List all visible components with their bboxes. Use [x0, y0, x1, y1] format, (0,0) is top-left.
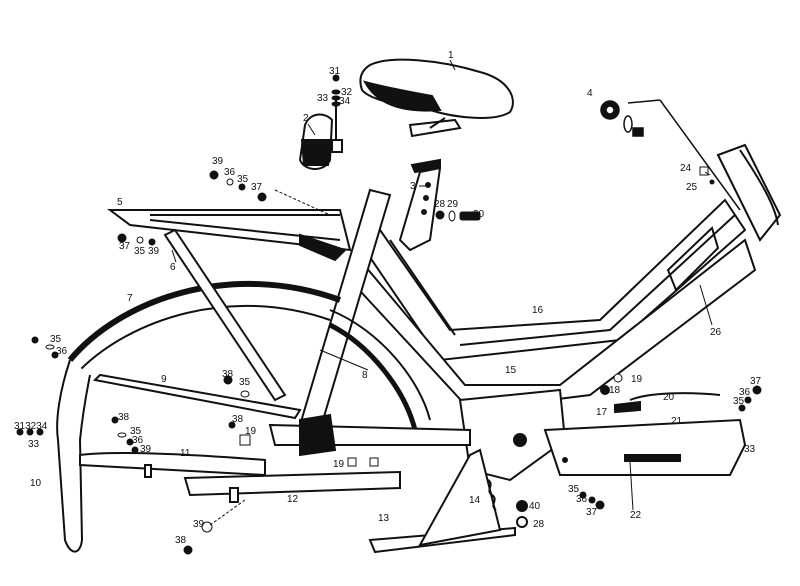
callout-7: 7: [127, 293, 133, 304]
lever: [600, 385, 641, 414]
rear-fender: [56, 280, 431, 553]
callout-18: 18: [609, 385, 621, 396]
callout-6: 6: [170, 262, 176, 273]
callout-13: 13: [378, 513, 390, 524]
callout-35-right: 35: [733, 396, 745, 407]
light-bolt-stack: [331, 74, 341, 107]
callout-35-rack: 35: [134, 246, 146, 257]
callout-28-bottom: 28: [533, 519, 545, 530]
callout-22: 22: [630, 510, 642, 521]
callout-38-stay: 38: [232, 414, 244, 425]
callout-24: 24: [680, 163, 692, 174]
callout-28: 28: [434, 199, 446, 210]
callout-33-top: 33: [317, 93, 329, 104]
chain-guard-12: [183, 470, 401, 503]
callout-19-center: 19: [333, 459, 345, 470]
callout-19-left: 19: [245, 426, 257, 437]
callout-40: 40: [529, 501, 541, 512]
callout-38-low: 38: [118, 412, 130, 423]
callout-38-bottom: 38: [175, 535, 187, 546]
cable: [629, 392, 721, 401]
callout-32: 32: [341, 87, 353, 98]
callout-35-low: 35: [130, 426, 142, 437]
callout-8: 8: [362, 370, 368, 381]
callout-35-mid: 35: [239, 377, 251, 388]
callout-37-right: 37: [750, 376, 762, 387]
chain-stay: [268, 413, 471, 457]
callout-25: 25: [686, 182, 698, 193]
callout-19-right: 19: [631, 374, 643, 385]
rear-light: [298, 100, 343, 170]
headset-parts: [600, 99, 741, 211]
callout-1: 1: [448, 50, 454, 61]
main-frame: [298, 143, 782, 482]
callout-35-left: 35: [50, 334, 62, 345]
callout-17: 17: [596, 407, 608, 418]
rack-stay: [163, 228, 287, 402]
callout-33-right: 33: [744, 444, 756, 455]
callout-35-bottom: 35: [568, 484, 580, 495]
callout-26: 26: [710, 327, 722, 338]
callout-16: 16: [532, 305, 544, 316]
stand-spring: [487, 479, 528, 528]
callout-21: 21: [671, 416, 683, 427]
clamp-bolts: [435, 210, 481, 222]
callout-10: 10: [30, 478, 42, 489]
callout-39-bottom: 39: [193, 519, 205, 530]
callout-2: 2: [303, 113, 309, 124]
callout-37-top: 37: [251, 182, 263, 193]
callout-37-rack: 37: [119, 241, 131, 252]
chain-guard-11: [79, 451, 266, 478]
kickstand: [368, 448, 516, 554]
callout-39-top: 39: [212, 156, 224, 167]
callout-3: 3: [410, 181, 416, 192]
leader-lines: [171, 59, 713, 526]
callout-36-top: 36: [224, 167, 236, 178]
callout-37-bottom: 37: [586, 507, 598, 518]
fasteners: [16, 166, 762, 555]
callout-9: 9: [161, 374, 167, 385]
callout-20: 20: [663, 392, 675, 403]
callout-4: 4: [587, 88, 593, 99]
callout-29: 29: [447, 199, 459, 210]
callout-labels: 1 2 3 4 5 6 7 8 9 10 11 12 13 14 15 16 1…: [14, 50, 762, 546]
callout-34: 34: [339, 96, 351, 107]
luggage-rack: [107, 209, 352, 262]
callout-31: 31: [329, 66, 341, 77]
callout-39-low: 39: [140, 444, 152, 455]
seat-clamp: [398, 158, 442, 252]
callout-36-left: 36: [56, 346, 68, 357]
callout-12: 12: [287, 494, 299, 505]
callout-30: 30: [473, 209, 485, 220]
callout-313234: 313234: [14, 421, 48, 432]
saddle: [359, 58, 514, 138]
callout-38-mid: 38: [222, 369, 234, 380]
chain-cover: [543, 418, 747, 476]
rack-strut: [92, 373, 302, 420]
callout-36-low: 36: [132, 435, 144, 446]
callout-15: 15: [505, 365, 517, 376]
callout-39-rack: 39: [148, 246, 160, 257]
callout-5: 5: [117, 197, 123, 208]
callout-33-left: 33: [28, 439, 40, 450]
callout-11: 11: [180, 448, 191, 459]
callout-14: 14: [469, 495, 481, 506]
callout-35-top: 35: [237, 174, 249, 185]
callout-36-right: 36: [739, 387, 751, 398]
callout-36-bottom: 36: [576, 494, 588, 505]
